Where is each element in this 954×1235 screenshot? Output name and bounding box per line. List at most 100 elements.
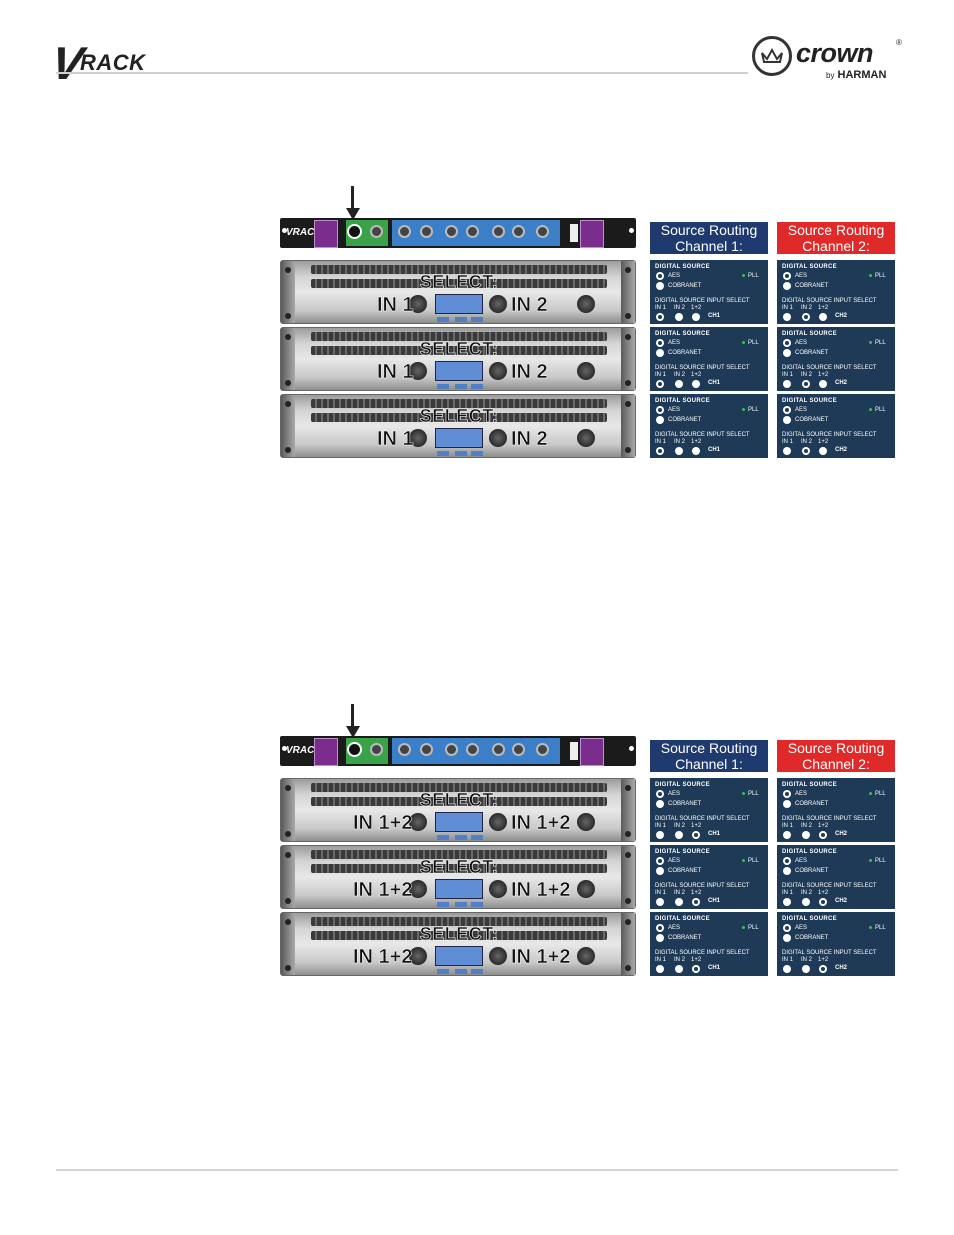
input-select-label: DIGITAL SOURCE INPUT SELECT — [782, 298, 877, 304]
input-option-radio — [802, 380, 810, 388]
input-option-label: 1+2 — [691, 305, 702, 311]
cobranet-radio — [656, 934, 664, 942]
aes-label: AES — [668, 407, 681, 413]
cobranet-radio — [783, 934, 791, 942]
display-screen — [435, 812, 483, 832]
cobranet-label: COBRANET — [795, 417, 829, 423]
aes-radio — [783, 339, 791, 347]
input-option-label: IN 1 — [655, 439, 667, 445]
input-option-label: 1+2 — [818, 957, 829, 963]
front-button — [455, 902, 467, 907]
level-knob — [577, 880, 595, 898]
channel-label: CH1 — [708, 831, 721, 837]
aes-label: AES — [668, 791, 681, 797]
input-option-radio — [783, 965, 791, 973]
front-button — [437, 835, 449, 840]
input-option-radio — [692, 447, 700, 455]
input-option-radio — [783, 831, 791, 839]
cobranet-label: COBRANET — [668, 801, 702, 807]
display-screen — [435, 879, 483, 899]
pll-indicator: PLL — [742, 790, 759, 798]
xlr-connector — [512, 225, 525, 238]
network-module — [580, 220, 604, 248]
pll-indicator: PLL — [869, 406, 886, 414]
xlr-connector — [347, 224, 362, 239]
level-knob — [409, 813, 427, 831]
xlr-connector — [445, 743, 458, 756]
input-option-label: IN 2 — [674, 890, 686, 896]
input-option-radio — [692, 313, 700, 321]
vent-grille — [311, 279, 607, 288]
pll-indicator: PLL — [869, 272, 886, 280]
cobranet-radio — [656, 800, 664, 808]
input-option-radio — [819, 965, 827, 973]
aes-label: AES — [668, 858, 681, 864]
input-option-radio — [656, 898, 664, 906]
vrack-unit-logo: VRACK — [286, 227, 322, 238]
input-option-radio — [656, 965, 664, 973]
display-screen — [435, 294, 483, 314]
vent-grille — [311, 265, 607, 274]
level-knob — [409, 295, 427, 313]
level-knob — [489, 362, 507, 380]
rack-hole — [625, 380, 631, 386]
rack-hole — [625, 267, 631, 273]
select-label: SELECT: — [419, 406, 499, 427]
input-option-label: IN 1 — [655, 957, 667, 963]
input-select-label: DIGITAL SOURCE INPUT SELECT — [782, 950, 877, 956]
input-option-radio — [656, 313, 664, 321]
level-knob — [577, 947, 595, 965]
input-option-label: IN 2 — [674, 439, 686, 445]
right-input-label: IN 1+2 — [511, 812, 571, 835]
vent-grille — [311, 346, 607, 355]
front-button — [437, 451, 449, 456]
display-screen — [435, 428, 483, 448]
rack-ear — [621, 913, 635, 975]
panel-title: DIGITAL SOURCE — [655, 398, 710, 404]
status-panel — [570, 224, 578, 242]
left-input-label: IN 1+2 — [353, 946, 413, 969]
rack-hole — [625, 401, 631, 407]
vent-grille — [311, 399, 607, 408]
input-select-label: DIGITAL SOURCE INPUT SELECT — [655, 816, 750, 822]
vent-grille — [311, 332, 607, 341]
aes-label: AES — [795, 791, 808, 797]
cobranet-label: COBRANET — [668, 350, 702, 356]
xlr-connector — [347, 742, 362, 757]
level-knob — [489, 813, 507, 831]
header-line-2: Channel 1: — [675, 238, 743, 254]
select-label: SELECT: — [419, 272, 499, 293]
cobranet-radio — [656, 867, 664, 875]
right-input-label: IN 2 — [511, 428, 548, 451]
front-button — [471, 969, 483, 974]
input-option-label: IN 1 — [782, 823, 794, 829]
level-knob — [489, 429, 507, 447]
level-knob — [409, 362, 427, 380]
cobranet-label: COBRANET — [795, 350, 829, 356]
cobranet-radio — [783, 867, 791, 875]
input-select-label: DIGITAL SOURCE INPUT SELECT — [655, 950, 750, 956]
aes-radio — [656, 857, 664, 865]
input-select-label: DIGITAL SOURCE INPUT SELECT — [782, 365, 877, 371]
select-label: SELECT: — [419, 924, 499, 945]
input-select-label: DIGITAL SOURCE INPUT SELECT — [655, 298, 750, 304]
pll-indicator: PLL — [869, 924, 886, 932]
level-knob — [409, 429, 427, 447]
aes-label: AES — [668, 273, 681, 279]
rack-hole — [629, 746, 634, 751]
front-button — [455, 969, 467, 974]
input-option-radio — [819, 313, 827, 321]
rack-hole — [285, 401, 291, 407]
input-option-radio — [819, 831, 827, 839]
input-option-radio — [802, 831, 810, 839]
right-input-label: IN 1+2 — [511, 879, 571, 902]
input-option-label: IN 1 — [655, 823, 667, 829]
rack-hole — [629, 228, 634, 233]
vrack-unit-logo: VRACK — [286, 745, 322, 756]
input-option-label: 1+2 — [818, 439, 829, 445]
